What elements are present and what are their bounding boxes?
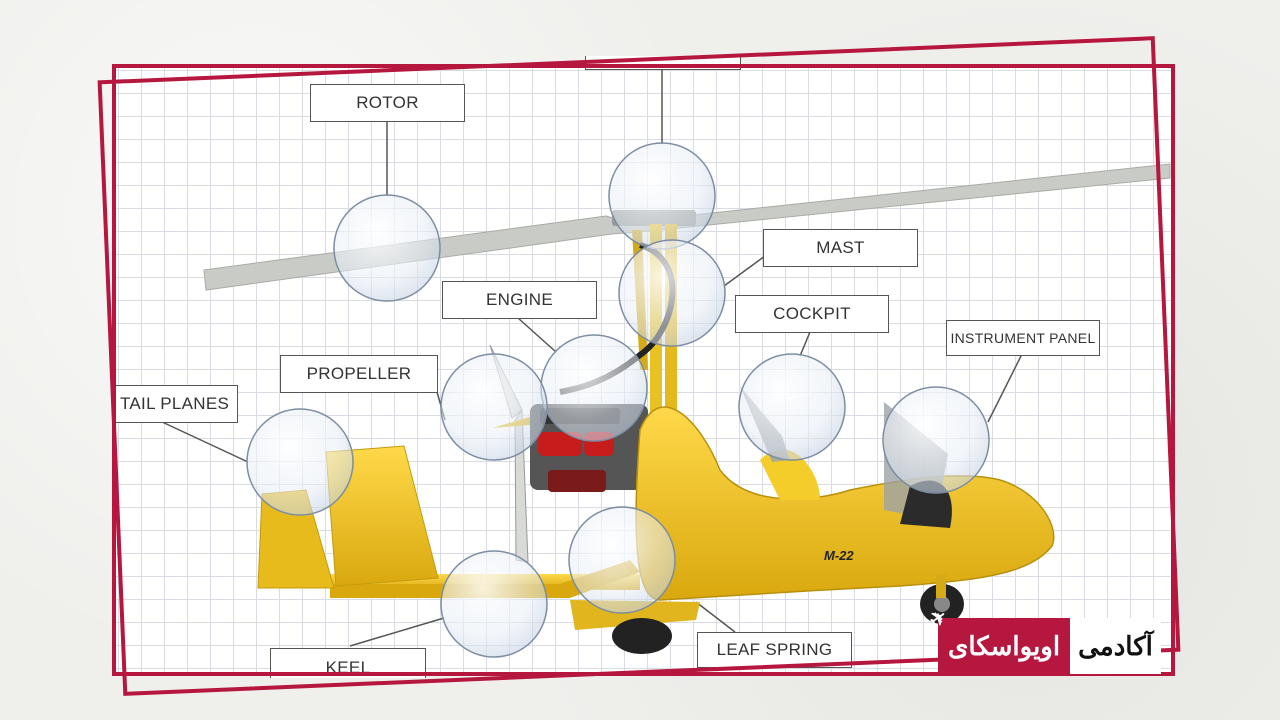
label-instrument-panel: INSTRUMENT PANEL: [946, 320, 1100, 356]
bubble-keel: [440, 550, 548, 658]
bubble-propeller: [440, 353, 548, 461]
bubble-engine: [540, 334, 648, 442]
aircraft-marking: M-22: [824, 548, 854, 563]
leader-lines: [159, 66, 1023, 647]
bubble-mast: [618, 239, 726, 347]
fuselage: [635, 406, 1055, 601]
brand-badge: ✈ اویواسکای آکادمی: [925, 605, 1170, 674]
brand-word-white: آکادمی: [1078, 630, 1153, 661]
brand-word-red: اویواسکای: [948, 630, 1061, 661]
bubble-rotor: [333, 194, 441, 302]
label-mast: MAST: [763, 229, 918, 267]
label-keel: KEEL: [270, 648, 426, 678]
label-leaf-spring: LEAF SPRING: [697, 632, 852, 668]
label-rotor: ROTOR: [310, 84, 465, 122]
label-rotor-hub-top: [585, 56, 741, 70]
bubble-rotor-hub: [608, 142, 716, 250]
label-propeller: PROPELLER: [280, 355, 438, 393]
tail-planes: [257, 445, 439, 589]
bubble-instrument-panel: [882, 386, 990, 494]
keel-lower: [330, 560, 640, 598]
bubble-tail-planes: [246, 408, 354, 516]
label-engine: ENGINE: [442, 281, 597, 319]
bubble-leaf-spring: [568, 506, 676, 614]
bubble-cockpit: [738, 353, 846, 461]
brand-red-block: ✈ اویواسکای: [925, 605, 1071, 674]
brand-white-block: آکادمی: [1070, 618, 1161, 674]
label-tail-planes: TAIL PLANES: [112, 385, 238, 423]
label-cockpit: COCKPIT: [735, 295, 889, 333]
